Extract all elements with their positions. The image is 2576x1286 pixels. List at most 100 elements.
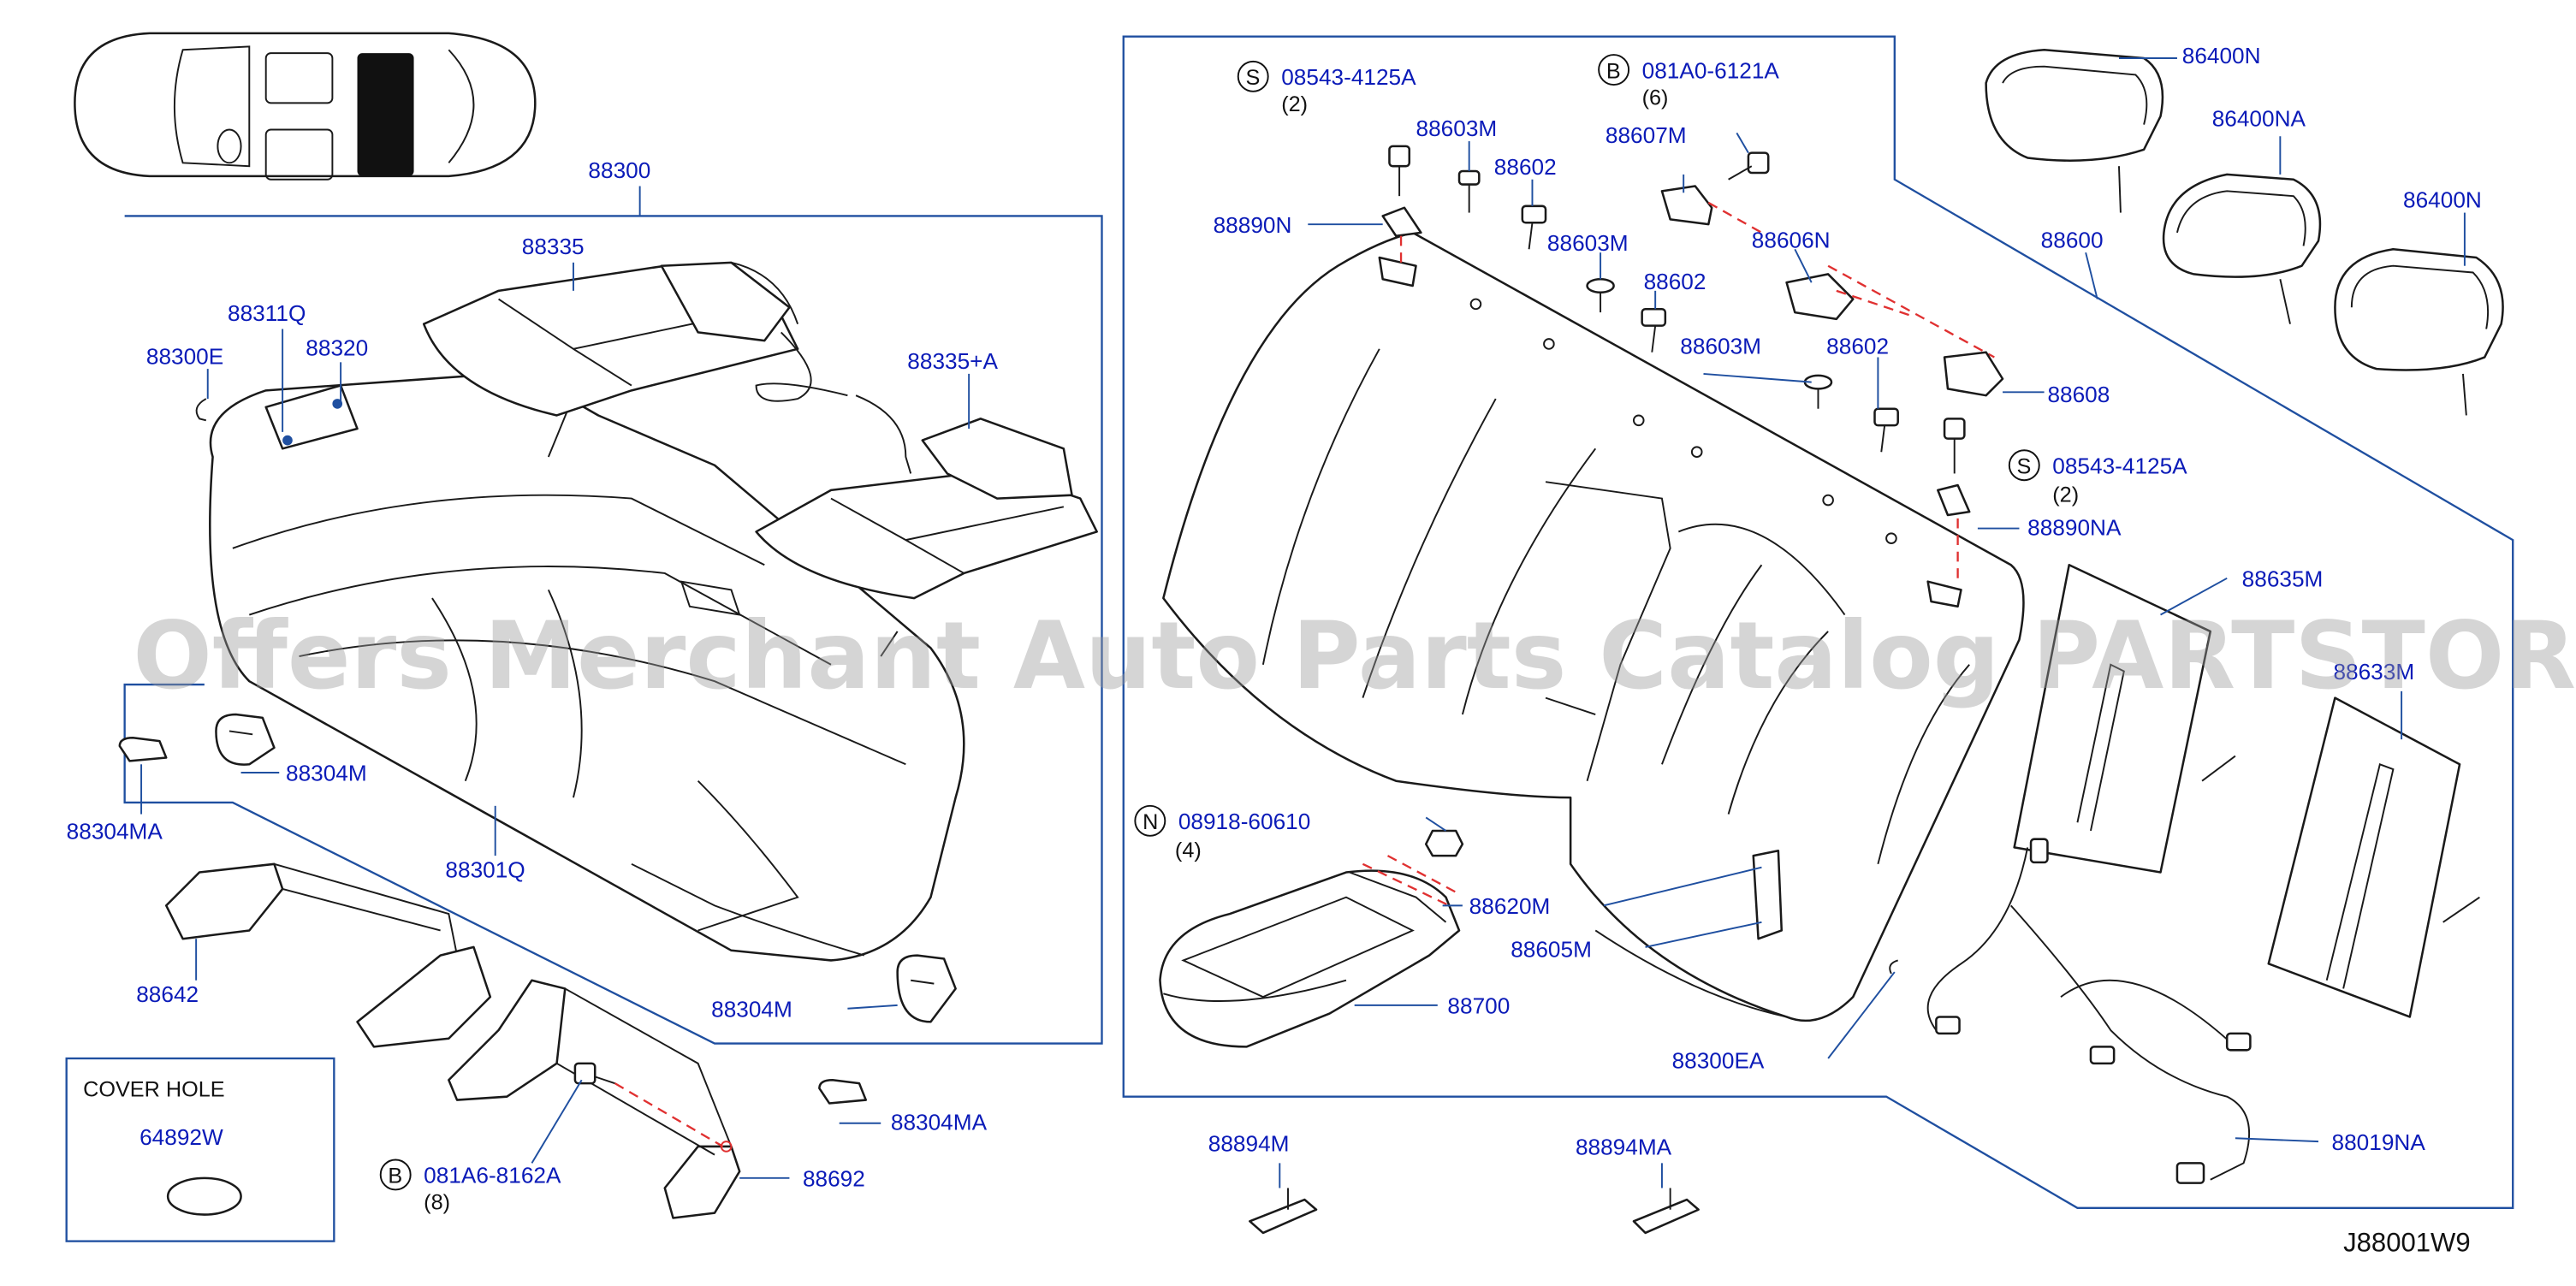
- clip-88300ea: [1889, 959, 1898, 975]
- label-88335a: 88335+A: [907, 348, 998, 374]
- seatback-drawing: [1162, 231, 2025, 1022]
- label-88603m-c: 88603M: [1680, 334, 1761, 359]
- label-88300ea: 88300EA: [1672, 1048, 1765, 1074]
- marker-s-1: S: [1245, 66, 1260, 90]
- clip-88603m-c: [1803, 374, 1833, 409]
- cover-hole-plug: [166, 1176, 242, 1216]
- marker-s-2: S: [2017, 454, 2032, 478]
- label-88894m: 88894M: [1208, 1131, 1290, 1157]
- label-88605m: 88605M: [1511, 937, 1592, 963]
- label-88304m-b: 88304M: [711, 996, 792, 1022]
- bolt-marker-circle-top: [1598, 54, 1630, 86]
- label-86400n-a: 86400N: [2182, 43, 2261, 68]
- label-08543-bottom: 08543-4125A: [2052, 453, 2187, 478]
- clip-88603m-a: [1457, 169, 1481, 213]
- label-88642: 88642: [136, 981, 199, 1007]
- label-88602-a: 88602: [1494, 154, 1557, 180]
- label-88692: 88692: [803, 1166, 865, 1192]
- label-88019na: 88019NA: [2332, 1129, 2426, 1155]
- label-88603m-b: 88603M: [1547, 230, 1629, 256]
- label-88894ma: 88894MA: [1576, 1135, 1672, 1160]
- label-88304m-a: 88304M: [286, 761, 367, 786]
- label-08543-bottom-qty: (2): [2052, 483, 2079, 507]
- headrest-86400n-b: [2334, 248, 2504, 416]
- clip-88602-c: [1873, 407, 1899, 453]
- label-88311q: 88311Q: [228, 300, 306, 326]
- label-88304ma-a: 88304MA: [67, 819, 163, 844]
- clip-88602-a: [1521, 204, 1547, 250]
- marker-n: N: [1143, 810, 1158, 834]
- label-88335: 88335: [522, 234, 585, 259]
- bracket-88642: [164, 862, 492, 1048]
- label-88890n: 88890N: [1214, 212, 1292, 238]
- label-08918: 08918-60610: [1178, 809, 1310, 834]
- label-88602-b: 88602: [1644, 269, 1706, 294]
- heater-pad-88335: [422, 261, 848, 417]
- bracket-88692: [448, 979, 741, 1219]
- label-88320: 88320: [306, 335, 368, 361]
- heater-pad-88635m-b: [2267, 696, 2480, 1018]
- armrest-88700: [1159, 855, 1461, 1048]
- label-081a6: 081A6-8162A: [424, 1163, 561, 1188]
- label-88603m-a: 88603M: [1416, 116, 1498, 141]
- seat-cushion-frame: [123, 215, 1103, 1045]
- screw-marker-circle-top: [1237, 60, 1269, 92]
- clip-88890na: [1937, 483, 1971, 585]
- marker-b-1: B: [388, 1165, 402, 1188]
- label-86400n-b: 86400N: [2403, 187, 2482, 213]
- callout-labels: 88300 88335 88311Q 88320 88300E 88335+A …: [67, 43, 2482, 1257]
- label-88300: 88300: [588, 157, 650, 183]
- seat-cap-88304ma-b: [818, 1078, 868, 1105]
- heater-pad-88635m-a: [2013, 563, 2236, 874]
- rail-88894m: [1249, 1188, 1318, 1235]
- cover-hole-heading: COVER HOLE: [83, 1078, 224, 1102]
- label-88301q: 88301Q: [445, 856, 525, 882]
- label-88606n: 88606N: [1752, 227, 1831, 252]
- label-08918-qty: (4): [1175, 839, 1202, 862]
- label-081a0: 081A0-6121A: [1642, 57, 1780, 83]
- label-88304ma-b: 88304MA: [891, 1110, 988, 1135]
- label-88700: 88700: [1447, 993, 1510, 1019]
- label-08543-top: 08543-4125A: [1281, 64, 1416, 90]
- label-88600: 88600: [2041, 227, 2104, 252]
- rail-88894ma: [1632, 1188, 1700, 1235]
- headrest-86400n-a: [1985, 48, 2164, 213]
- nut-marker-circle: [1134, 804, 1166, 837]
- label-081a0-qty: (6): [1642, 86, 1669, 110]
- label-88607m: 88607M: [1606, 122, 1687, 148]
- clip-88603m-b: [1586, 277, 1615, 313]
- seat-hook-88304m-a: [215, 713, 276, 766]
- label-88602-c: 88602: [1826, 334, 1889, 359]
- wire-harness-88019na: [1926, 838, 2252, 1184]
- bolt-08543-bottom: [1943, 418, 1966, 474]
- label-88300e: 88300E: [146, 343, 223, 369]
- watermark-text: Offers Merchant Auto Parts Catalog PARTS…: [133, 602, 2576, 710]
- label-88890na: 88890NA: [2027, 514, 2122, 540]
- seatback-frame: [1122, 35, 2514, 1209]
- marker-b-2: B: [1606, 59, 1621, 83]
- bolt-marker-circle: [379, 1159, 412, 1191]
- label-88620m: 88620M: [1469, 893, 1551, 919]
- clip-88300e: [195, 398, 207, 422]
- clip-88890n: [1381, 206, 1422, 266]
- bolt-08543-top: [1388, 145, 1411, 197]
- label-081a6-qty: (8): [424, 1191, 450, 1215]
- cover-hole-box: [65, 1057, 335, 1242]
- nut-08918: [1424, 829, 1464, 857]
- drawing-reference: J88001W9: [2343, 1227, 2471, 1257]
- heater-pad-88335a: [755, 394, 1098, 600]
- label-88608: 88608: [2047, 382, 2110, 407]
- label-64892w: 64892W: [139, 1124, 223, 1150]
- bracket-88606n: [1785, 264, 1995, 359]
- seat-hook-88304m-b: [896, 954, 957, 1023]
- screw-marker-circle-bottom: [2008, 449, 2040, 482]
- headrest-86400na: [2162, 173, 2322, 324]
- leader-lines: [140, 56, 2466, 1188]
- clip-88602-b: [1641, 307, 1667, 353]
- bolt-081a0: [1728, 151, 1770, 181]
- bracket-88607m: [1660, 185, 1763, 234]
- bracket-88608: [1943, 351, 2004, 397]
- seat-cap-88304ma-a: [118, 736, 168, 762]
